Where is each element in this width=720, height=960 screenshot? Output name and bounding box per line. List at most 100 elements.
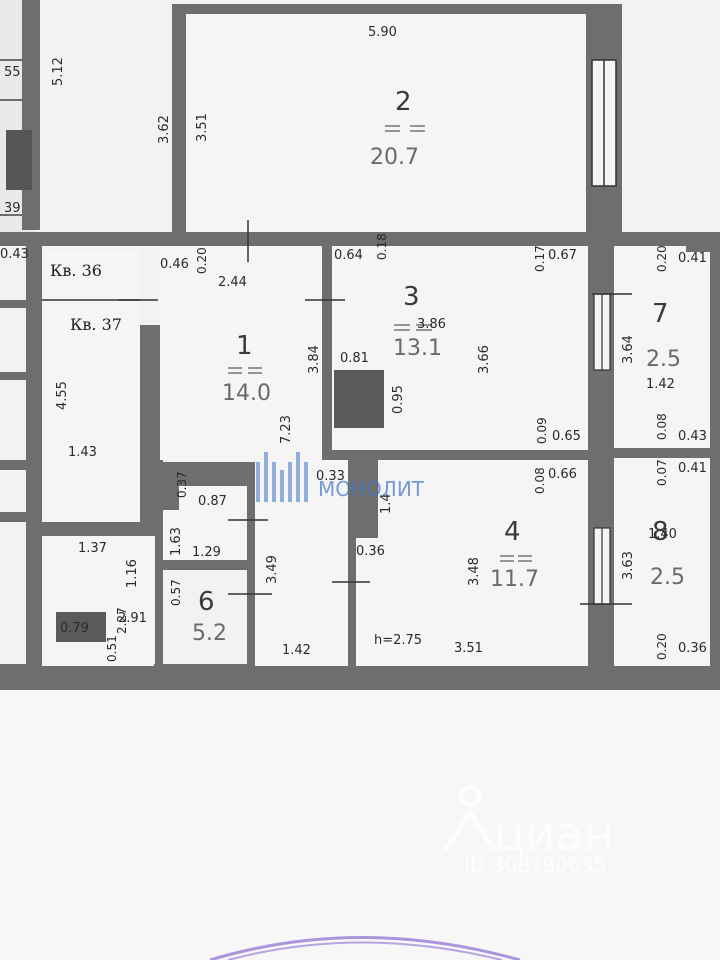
dim-label: 3.49 bbox=[265, 555, 280, 584]
room-6-left-floor bbox=[42, 536, 154, 666]
dim-label: 1.42 bbox=[646, 377, 675, 392]
room-4-number: 4 bbox=[504, 517, 521, 547]
wall-room1-right bbox=[322, 240, 332, 460]
room-3-number: 3 bbox=[403, 282, 420, 312]
dim-label: 2.44 bbox=[218, 275, 247, 290]
dim-label: 3.84 bbox=[307, 345, 322, 374]
dim-label: 55 bbox=[4, 65, 21, 80]
cian-text: циан bbox=[494, 807, 613, 861]
dim-label: 0.95 bbox=[391, 385, 406, 414]
wc-wall-left bbox=[163, 470, 179, 510]
wall-room3-bottom bbox=[326, 450, 592, 460]
cian-id-text: ID 308790635 bbox=[464, 853, 606, 877]
room-2-floor bbox=[185, 10, 585, 232]
room-8-number: 8 bbox=[652, 517, 669, 547]
stamp-edge bbox=[227, 941, 503, 960]
dim-label: 0.09 bbox=[535, 417, 549, 444]
dim-label: 5.12 bbox=[51, 57, 66, 86]
room-2-wall-left bbox=[172, 4, 186, 240]
wall-balcony-mid bbox=[614, 448, 720, 458]
room-8-floor bbox=[614, 458, 710, 666]
dimension-labels-vertical: 5.12 3.62 3.51 0.20 3.84 7.23 0.18 3.66 … bbox=[51, 57, 669, 662]
dim-label: 1.42 bbox=[282, 643, 311, 658]
dim-label: 7.23 bbox=[279, 415, 294, 444]
room-1-number: 1 bbox=[236, 331, 253, 361]
dim-label: 3.64 bbox=[621, 335, 636, 364]
left-stub-1 bbox=[0, 300, 26, 308]
left-stub-3 bbox=[0, 460, 26, 470]
wall-far-left bbox=[26, 240, 42, 670]
dim-label: 1.43 bbox=[68, 445, 97, 460]
wall-room4-left bbox=[348, 458, 378, 538]
dim-label: 0.36 bbox=[356, 544, 385, 559]
room-4-area: 11.7 bbox=[490, 567, 539, 592]
wall-room6-left bbox=[155, 460, 163, 666]
dim-label: 39 bbox=[4, 201, 21, 216]
room-3-area: 13.1 bbox=[393, 336, 442, 361]
dimension-labels: 5.90 55 39 0.46 2.44 0.64 3.86 0.81 0.65… bbox=[0, 25, 707, 658]
left-stub-4 bbox=[0, 512, 26, 522]
dim-label: 3.51 bbox=[454, 641, 483, 656]
dim-label: 3.62 bbox=[157, 115, 172, 144]
apt-37-label: Кв. 37 bbox=[70, 315, 122, 334]
cian-watermark: циан ID 308790635 bbox=[443, 784, 613, 877]
room-4-floor bbox=[356, 460, 588, 666]
wall-corridor-right bbox=[348, 462, 356, 666]
dim-label: 0.57 bbox=[169, 579, 183, 606]
dim-label: 0.87 bbox=[198, 494, 227, 509]
dim-label: h=2.75 bbox=[374, 633, 422, 648]
dim-label: 0.81 bbox=[340, 351, 369, 366]
dim-label: 3.63 bbox=[621, 551, 636, 580]
dim-label: 0.66 bbox=[548, 467, 577, 482]
dim-label: 1.16 bbox=[125, 559, 140, 588]
room-2-number: 2 bbox=[395, 87, 412, 117]
dim-label: 0.41 bbox=[678, 251, 707, 266]
dim-label: 0.37 bbox=[175, 471, 189, 498]
dim-label: 5.90 bbox=[368, 25, 397, 40]
dim-label: 0.17 bbox=[533, 245, 547, 272]
dim-label: 0.20 bbox=[195, 247, 209, 274]
left-neighbour-wall bbox=[22, 0, 40, 230]
cian-logo-icon bbox=[443, 784, 497, 852]
wall-h-522 bbox=[42, 522, 162, 536]
dim-label: 1.29 bbox=[192, 545, 221, 560]
room-7-floor bbox=[614, 246, 710, 448]
apt-corridor-floor bbox=[42, 250, 140, 522]
room-7-area: 2.5 bbox=[646, 347, 681, 372]
room-3-block bbox=[334, 370, 384, 428]
dim-label: 0.07 bbox=[655, 459, 669, 486]
lower-paper bbox=[0, 690, 720, 960]
dim-label: 1.4 bbox=[379, 493, 394, 514]
dim-label: 0.41 bbox=[678, 461, 707, 476]
dim-label: 0.08 bbox=[655, 413, 669, 440]
room-7-number: 7 bbox=[652, 299, 669, 329]
room-1-area: 14.0 bbox=[222, 381, 271, 406]
dim-label: 2.91 bbox=[118, 611, 147, 626]
dim-label: 0.65 bbox=[552, 429, 581, 444]
dim-label: 0.20 bbox=[655, 633, 669, 660]
dim-label: 3.86 bbox=[417, 317, 446, 332]
dim-label: 0.79 bbox=[60, 621, 89, 636]
dim-label: 0.43 bbox=[678, 429, 707, 444]
dim-label: 1.40 bbox=[648, 527, 677, 542]
wall-top-band bbox=[0, 232, 720, 246]
dim-label: 0.46 bbox=[160, 257, 189, 272]
left-neighbour-block bbox=[6, 130, 32, 190]
stamp-edge bbox=[209, 936, 521, 960]
dim-label: 2.27 bbox=[115, 607, 129, 634]
dim-label: 0.20 bbox=[655, 245, 669, 272]
wc-wall-bottom bbox=[163, 560, 253, 570]
balcony-corner-block bbox=[686, 240, 710, 252]
dim-label: 1.63 bbox=[169, 527, 184, 556]
room-6-number: 6 bbox=[198, 587, 215, 617]
dim-label: 3.48 bbox=[467, 557, 482, 586]
dim-label: 0.36 bbox=[678, 641, 707, 656]
dim-label: 0.67 bbox=[548, 248, 577, 263]
dim-label: 0.64 bbox=[334, 248, 363, 263]
dim-label: 0.33 bbox=[316, 469, 345, 484]
dim-label: 3.51 bbox=[195, 113, 210, 142]
bath-block bbox=[56, 612, 106, 642]
apt-36-label: Кв. 36 bbox=[50, 261, 102, 280]
monolit-watermark: МОНОЛИТ bbox=[256, 452, 425, 502]
